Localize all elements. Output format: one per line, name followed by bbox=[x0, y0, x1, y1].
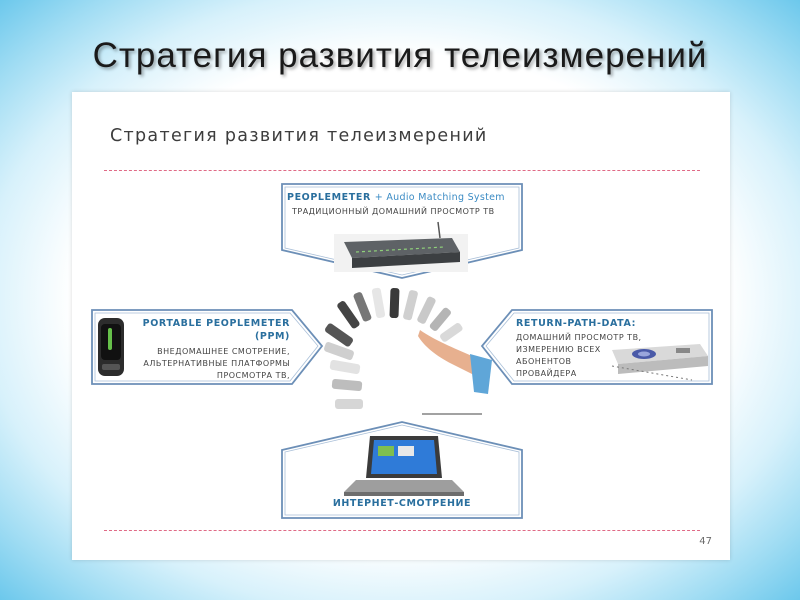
ppm-desc-line3: ПРОСМОТРА ТВ, bbox=[216, 371, 290, 380]
slide-number: 47 bbox=[699, 536, 712, 547]
ppm-name-line2: (PPM) bbox=[254, 331, 290, 342]
peoplemeter-label: PEOPLEMETER + Audio Matching System bbox=[287, 192, 505, 203]
ppm-device-icon bbox=[98, 318, 124, 376]
ppm-name-line1: PORTABLE PEOPLEMETER bbox=[142, 318, 290, 329]
ppm-desc-line1: ВНЕДОМАШНЕЕ СМОТРЕНИЕ, bbox=[157, 347, 290, 356]
rpd-name: RETURN-PATH-DATA: bbox=[516, 318, 637, 329]
peoplemeter-name: PEOPLEMETER bbox=[287, 192, 371, 203]
content-panel: Стратегия развития телеизмерений 47 bbox=[72, 92, 730, 560]
ppm-frame bbox=[91, 309, 324, 385]
bottom-divider bbox=[104, 530, 700, 531]
peoplemeter-description: ТРАДИЦИОННЫЙ ДОМАШНИЙ ПРОСМОТР ТВ bbox=[292, 207, 495, 216]
set-top-box-icon bbox=[611, 344, 708, 381]
remote-controls-cluster bbox=[324, 287, 492, 415]
laptop-icon bbox=[344, 436, 464, 496]
ppm-desc-line2: АЛЬТЕРНАТИВНЫЕ ПЛАТФОРМЫ bbox=[143, 359, 290, 368]
top-divider bbox=[104, 170, 700, 171]
audio-matching-label: + Audio Matching System bbox=[374, 192, 505, 203]
slide-title: Стратегия развития телеизмерений bbox=[92, 36, 708, 75]
rpd-desc-line4: ПРОВАЙДЕРА bbox=[516, 369, 577, 378]
internet-viewing-label: ИНТЕРНЕТ-СМОТРЕНИЕ bbox=[332, 498, 472, 509]
rpd-desc-line1: ДОМАШНИЙ ПРОСМОТР ТВ, bbox=[516, 333, 642, 342]
rpd-desc-line2: ИЗМЕРЕНИЮ ВСЕХ bbox=[516, 345, 601, 354]
rpd-desc-line3: АБОНЕНТОВ bbox=[516, 357, 572, 366]
panel-title: Стратегия развития телеизмерений bbox=[110, 126, 488, 146]
peoplemeter-device-icon bbox=[334, 221, 468, 272]
diagram-shapes bbox=[91, 183, 713, 519]
